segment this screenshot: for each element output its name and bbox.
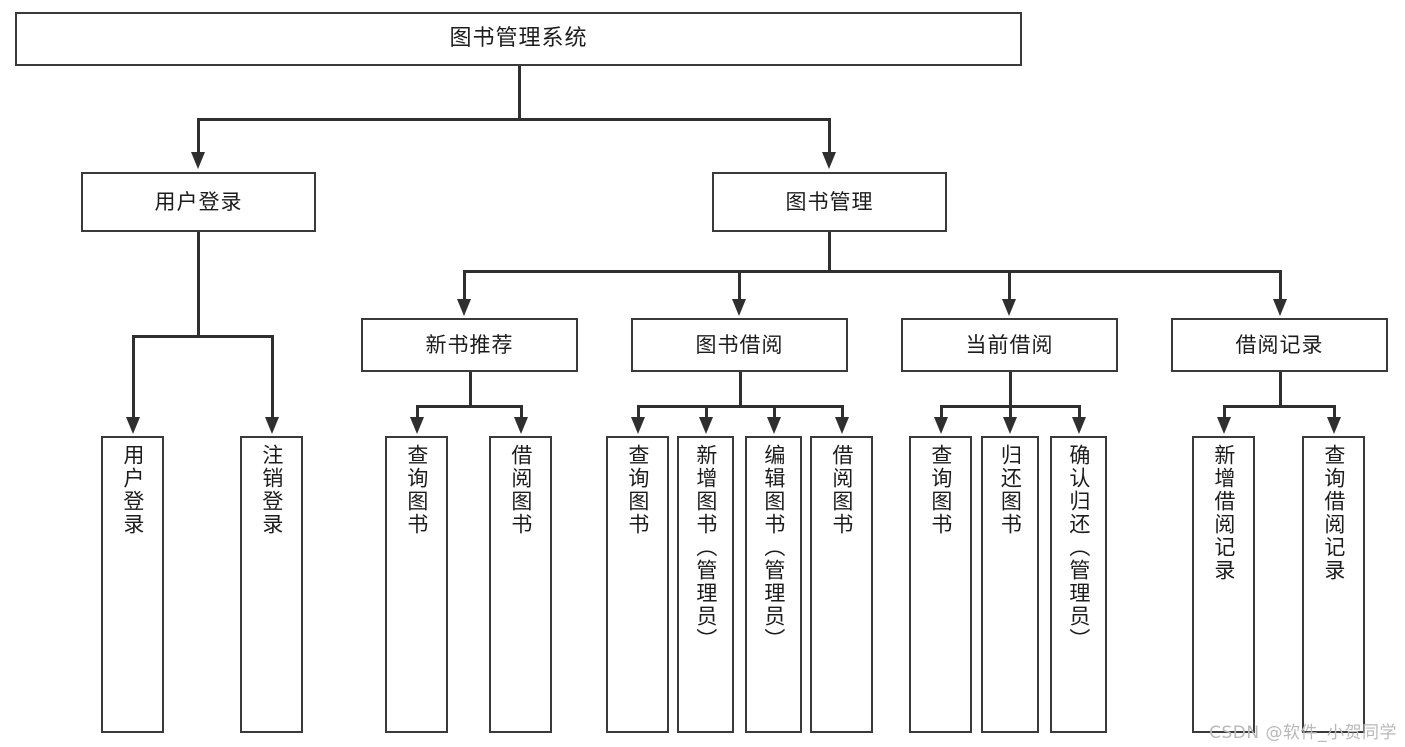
arrow-nb-to-leaf-2 bbox=[514, 417, 528, 434]
leaf-borrow-record-query-record[interactable]: 查询借阅记录 bbox=[1302, 436, 1365, 733]
connector-bb-to-leaf-3 bbox=[773, 405, 776, 420]
arrow-user-login-to-leaf-2 bbox=[265, 417, 279, 434]
node-label: 新增图书（管理员） bbox=[693, 444, 718, 651]
connector-new-book-stem bbox=[469, 372, 472, 406]
connector-cb-to-leaf-3 bbox=[1078, 405, 1081, 420]
connector-user-login-bus bbox=[133, 335, 273, 338]
node-label: 查询图书 bbox=[928, 444, 953, 536]
connector-nb-to-leaf-2 bbox=[520, 405, 523, 420]
node-label: 用户登录 bbox=[120, 444, 145, 536]
node-label: 新书推荐 bbox=[425, 332, 514, 357]
arrow-bm-to-book-borrow bbox=[732, 299, 746, 316]
node-label: 编辑图书（管理员） bbox=[761, 444, 786, 651]
arrow-br-to-leaf-2 bbox=[1327, 417, 1341, 434]
node-label: 注销登录 bbox=[259, 444, 284, 536]
arrow-bb-to-leaf-3 bbox=[767, 417, 781, 434]
connector-bm-to-book-borrow bbox=[738, 270, 741, 302]
watermark-text: CSDN @软件_小贺同学 bbox=[1209, 723, 1397, 743]
connector-current-borrow-stem bbox=[1009, 372, 1012, 406]
node-book-management[interactable]: 图书管理 bbox=[712, 172, 947, 232]
node-current-borrow[interactable]: 当前借阅 bbox=[901, 318, 1118, 372]
connector-borrow-record-stem bbox=[1279, 372, 1282, 406]
connector-bm-to-borrow-record bbox=[1279, 270, 1282, 302]
arrow-bm-to-new-book bbox=[457, 299, 471, 316]
connector-book-management-bus bbox=[464, 270, 1282, 273]
leaf-current-borrow-query-books[interactable]: 查询图书 bbox=[909, 436, 972, 733]
arrow-root-to-user-login bbox=[191, 152, 205, 169]
arrow-br-to-leaf-1 bbox=[1217, 417, 1231, 434]
connector-user-login-to-leaf-1 bbox=[132, 335, 135, 420]
leaf-book-borrow-borrow-books[interactable]: 借阅图书 bbox=[810, 436, 873, 733]
connector-bb-to-leaf-1 bbox=[637, 405, 640, 420]
node-label: 查询图书 bbox=[404, 444, 429, 536]
connector-user-login-to-leaf-2 bbox=[271, 335, 274, 420]
connector-borrow-record-bus bbox=[1224, 405, 1335, 408]
node-new-book-recommend[interactable]: 新书推荐 bbox=[361, 318, 578, 372]
leaf-book-borrow-query-books[interactable]: 查询图书 bbox=[606, 436, 669, 733]
node-label: 确认归还（管理员） bbox=[1066, 444, 1091, 651]
arrow-bb-to-leaf-2 bbox=[699, 417, 713, 434]
node-label: 借阅图书 bbox=[508, 444, 533, 536]
leaf-new-book-borrow-books[interactable]: 借阅图书 bbox=[489, 436, 552, 733]
leaf-book-borrow-add-book-admin[interactable]: 新增图书（管理员） bbox=[677, 436, 734, 733]
connector-book-borrow-bus bbox=[638, 405, 843, 408]
connector-root-to-book-management bbox=[828, 118, 831, 156]
connector-new-book-bus bbox=[417, 405, 522, 408]
node-root-book-management-system[interactable]: 图书管理系统 bbox=[15, 12, 1022, 66]
leaf-current-borrow-return-books[interactable]: 归还图书 bbox=[981, 436, 1039, 733]
connector-root-stem bbox=[518, 66, 521, 119]
arrow-cb-to-leaf-1 bbox=[934, 417, 948, 434]
arrow-bb-to-leaf-4 bbox=[835, 417, 849, 434]
arrow-cb-to-leaf-2 bbox=[1003, 417, 1017, 434]
node-label: 图书借阅 bbox=[695, 332, 784, 357]
node-label: 新增借阅记录 bbox=[1211, 444, 1236, 582]
node-label: 用户登录 bbox=[154, 189, 243, 214]
arrow-nb-to-leaf-1 bbox=[410, 417, 424, 434]
connector-nb-to-leaf-1 bbox=[416, 405, 419, 420]
connector-book-borrow-stem bbox=[739, 372, 742, 406]
leaf-user-login-logout[interactable]: 注销登录 bbox=[240, 436, 303, 733]
node-book-borrow[interactable]: 图书借阅 bbox=[631, 318, 848, 372]
node-label: 查询借阅记录 bbox=[1321, 444, 1346, 582]
node-label: 借阅图书 bbox=[829, 444, 854, 536]
connector-user-login-stem bbox=[197, 232, 200, 336]
leaf-new-book-query-books[interactable]: 查询图书 bbox=[385, 436, 448, 733]
connector-root-to-user-login bbox=[197, 118, 200, 156]
connector-bm-to-current-borrow bbox=[1008, 270, 1011, 302]
connector-cb-to-leaf-2 bbox=[1009, 405, 1012, 420]
node-label: 归还图书 bbox=[998, 444, 1023, 536]
connector-bm-to-new-book bbox=[463, 270, 466, 302]
connector-root-bus bbox=[198, 118, 830, 121]
connector-bb-to-leaf-2 bbox=[705, 405, 708, 420]
connector-cb-to-leaf-1 bbox=[940, 405, 943, 420]
node-label: 借阅记录 bbox=[1235, 332, 1324, 357]
connector-br-to-leaf-2 bbox=[1333, 405, 1336, 420]
leaf-book-borrow-edit-book-admin[interactable]: 编辑图书（管理员） bbox=[745, 436, 802, 733]
node-label: 图书管理 bbox=[785, 189, 874, 214]
arrow-bm-to-borrow-record bbox=[1273, 299, 1287, 316]
node-label: 图书管理系统 bbox=[449, 26, 588, 52]
connector-br-to-leaf-1 bbox=[1223, 405, 1226, 420]
arrow-bb-to-leaf-1 bbox=[631, 417, 645, 434]
leaf-user-login-login[interactable]: 用户登录 bbox=[101, 436, 164, 733]
node-user-login[interactable]: 用户登录 bbox=[81, 172, 316, 232]
arrow-root-to-book-management bbox=[822, 152, 836, 169]
connector-bb-to-leaf-4 bbox=[841, 405, 844, 420]
node-label: 当前借阅 bbox=[965, 332, 1054, 357]
leaf-borrow-record-add-record[interactable]: 新增借阅记录 bbox=[1192, 436, 1255, 733]
connector-book-management-stem bbox=[828, 232, 831, 271]
leaf-current-borrow-confirm-return-admin[interactable]: 确认归还（管理员） bbox=[1050, 436, 1107, 733]
arrow-user-login-to-leaf-1 bbox=[126, 417, 140, 434]
node-borrow-record[interactable]: 借阅记录 bbox=[1171, 318, 1388, 372]
arrow-cb-to-leaf-3 bbox=[1072, 417, 1086, 434]
node-label: 查询图书 bbox=[625, 444, 650, 536]
arrow-bm-to-current-borrow bbox=[1002, 299, 1016, 316]
